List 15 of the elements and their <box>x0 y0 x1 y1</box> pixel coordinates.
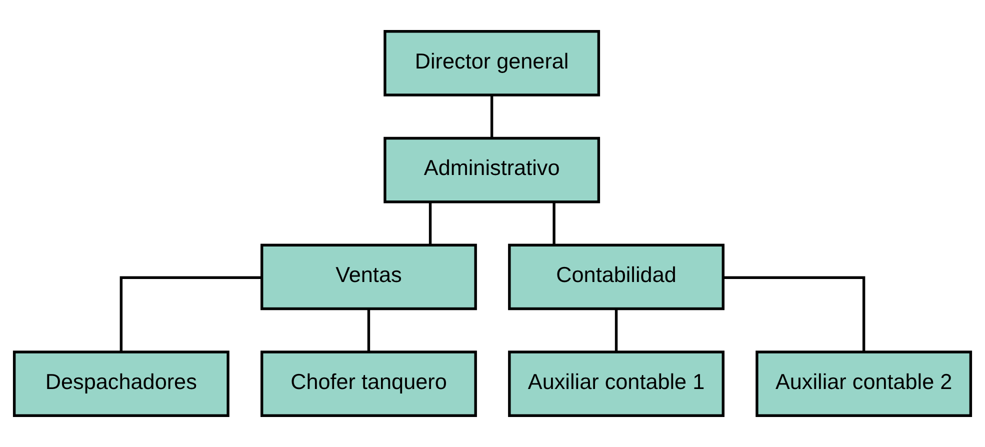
node-box: Administrativo <box>384 136 600 204</box>
node-box: Director general <box>384 30 600 96</box>
node-box: Chofer tanquero <box>260 350 477 417</box>
connector <box>490 95 494 138</box>
connector <box>614 309 618 352</box>
connector <box>552 202 556 245</box>
connector <box>367 309 370 352</box>
connector <box>723 276 866 352</box>
node-box: Auxiliar contable 2 <box>756 350 972 417</box>
node-box: Despachadores <box>12 350 230 417</box>
node-box: Contabilidad <box>508 244 724 310</box>
connector <box>428 202 432 245</box>
connector <box>120 276 262 352</box>
node-box: Auxiliar contable 1 <box>508 350 724 417</box>
node-box: Ventas <box>260 244 477 310</box>
